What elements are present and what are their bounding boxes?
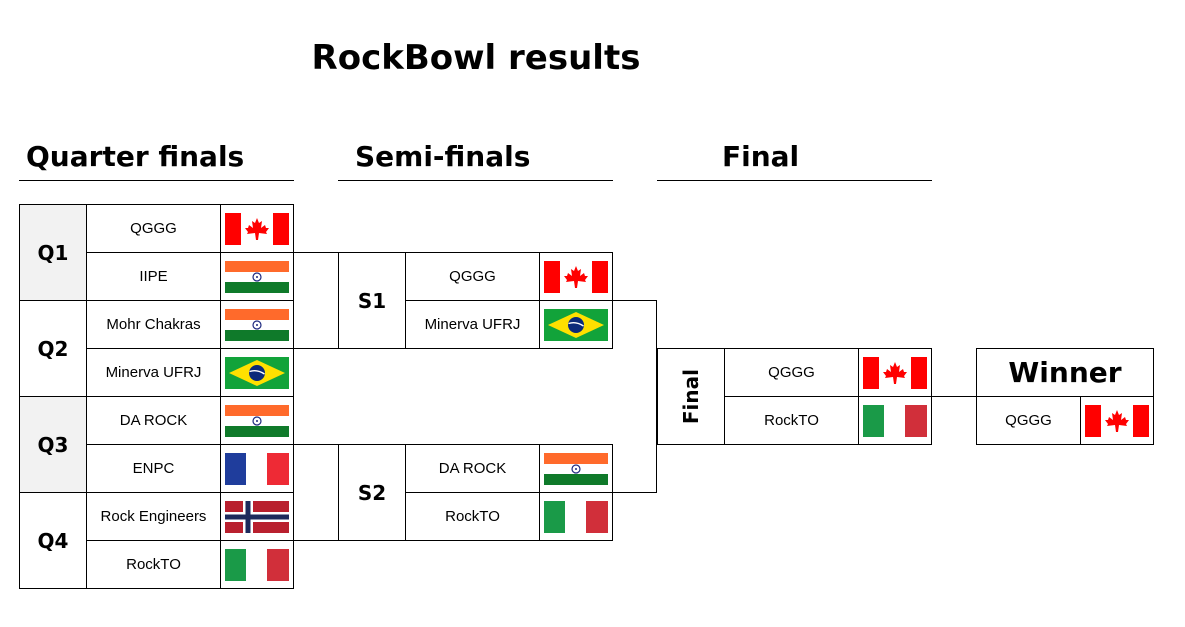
team-name: Minerva UFRJ xyxy=(424,316,521,333)
flag-cell xyxy=(858,396,932,445)
team-name: DA ROCK xyxy=(438,460,507,477)
flag-cell xyxy=(539,252,613,301)
page-title: RockBowl results xyxy=(311,38,641,78)
connector xyxy=(294,444,338,445)
match-label: Q1 xyxy=(19,204,87,301)
italy-flag-icon xyxy=(544,500,608,533)
final-rule xyxy=(657,180,932,181)
india-flag-icon xyxy=(225,308,289,341)
flag-cell xyxy=(858,348,932,397)
team-name: Mohr Chakras xyxy=(106,316,201,333)
canada-flag-icon xyxy=(863,356,927,389)
flag-cell xyxy=(220,348,294,397)
match-label: Final xyxy=(657,348,725,445)
team-name: Rock Engineers xyxy=(100,508,207,525)
team-name-cell: RockTO xyxy=(724,396,859,445)
connector xyxy=(932,396,976,397)
team-name-cell: RockTO xyxy=(86,540,221,589)
flag-cell xyxy=(220,204,294,253)
flag-cell xyxy=(539,492,613,541)
india-flag-icon xyxy=(544,452,608,485)
match-label-text: Q4 xyxy=(37,528,69,553)
team-name: ENPC xyxy=(132,460,175,477)
team-name: RockTO xyxy=(764,412,819,429)
match-label: Q4 xyxy=(19,492,87,589)
team-name-cell: DA ROCK xyxy=(86,396,221,445)
match-label-text: Final xyxy=(679,368,703,425)
match-label-text: Q3 xyxy=(37,432,69,457)
flag-cell xyxy=(539,444,613,493)
team-name-cell: QGGG xyxy=(405,252,540,301)
norway-flag-icon xyxy=(225,500,289,533)
match-label-text: S1 xyxy=(357,288,387,313)
winner-heading: Winner xyxy=(1008,356,1122,389)
match-label-text: Q1 xyxy=(37,240,69,265)
connector xyxy=(656,300,657,493)
team-name-cell: Mohr Chakras xyxy=(86,300,221,349)
match-label-text: S2 xyxy=(357,480,387,505)
italy-flag-icon xyxy=(863,404,927,437)
team-name-cell: ENPC xyxy=(86,444,221,493)
team-name-cell: QGGG xyxy=(724,348,859,397)
winner-heading-cell: Winner xyxy=(976,348,1154,397)
brazil-flag-icon xyxy=(544,308,608,341)
connector xyxy=(294,540,338,541)
flag-cell xyxy=(220,444,294,493)
flag-cell xyxy=(1080,396,1154,445)
flag-cell xyxy=(220,540,294,589)
team-name-cell: IIPE xyxy=(86,252,221,301)
team-name-cell: QGGG xyxy=(86,204,221,253)
quarterfinals-rule xyxy=(19,180,294,181)
team-name: IIPE xyxy=(139,268,168,285)
team-name: Minerva UFRJ xyxy=(105,364,202,381)
team-name-cell: RockTO xyxy=(405,492,540,541)
flag-cell xyxy=(220,492,294,541)
team-name-cell: Minerva UFRJ xyxy=(86,348,221,397)
team-name: QGGG xyxy=(1005,412,1052,429)
flag-cell xyxy=(220,300,294,349)
france-flag-icon xyxy=(225,452,289,485)
team-name: RockTO xyxy=(445,508,500,525)
semifinals-heading: Semi-finals xyxy=(355,140,531,173)
semifinals-rule xyxy=(338,180,613,181)
india-flag-icon xyxy=(225,404,289,437)
flag-cell xyxy=(539,300,613,349)
team-name: QGGG xyxy=(449,268,496,285)
flag-cell xyxy=(220,396,294,445)
team-name: DA ROCK xyxy=(119,412,188,429)
india-flag-icon xyxy=(225,260,289,293)
team-name-cell: Minerva UFRJ xyxy=(405,300,540,349)
canada-flag-icon xyxy=(544,260,608,293)
final-heading: Final xyxy=(722,140,800,173)
match-label-text: Q2 xyxy=(37,336,69,361)
connector xyxy=(613,300,657,301)
match-label: Q3 xyxy=(19,396,87,493)
canada-flag-icon xyxy=(1085,404,1149,437)
connector xyxy=(294,348,338,349)
team-name: QGGG xyxy=(130,220,177,237)
brazil-flag-icon xyxy=(225,356,289,389)
quarterfinals-heading: Quarter finals xyxy=(26,140,245,173)
italy-flag-icon xyxy=(225,548,289,581)
team-name-cell: DA ROCK xyxy=(405,444,540,493)
team-name: RockTO xyxy=(126,556,181,573)
team-name-cell: QGGG xyxy=(976,396,1081,445)
flag-cell xyxy=(220,252,294,301)
connector xyxy=(613,492,657,493)
team-name-cell: Rock Engineers xyxy=(86,492,221,541)
match-label: Q2 xyxy=(19,300,87,397)
match-label: S1 xyxy=(338,252,406,349)
canada-flag-icon xyxy=(225,212,289,245)
connector xyxy=(294,252,338,253)
match-label: S2 xyxy=(338,444,406,541)
team-name: QGGG xyxy=(768,364,815,381)
